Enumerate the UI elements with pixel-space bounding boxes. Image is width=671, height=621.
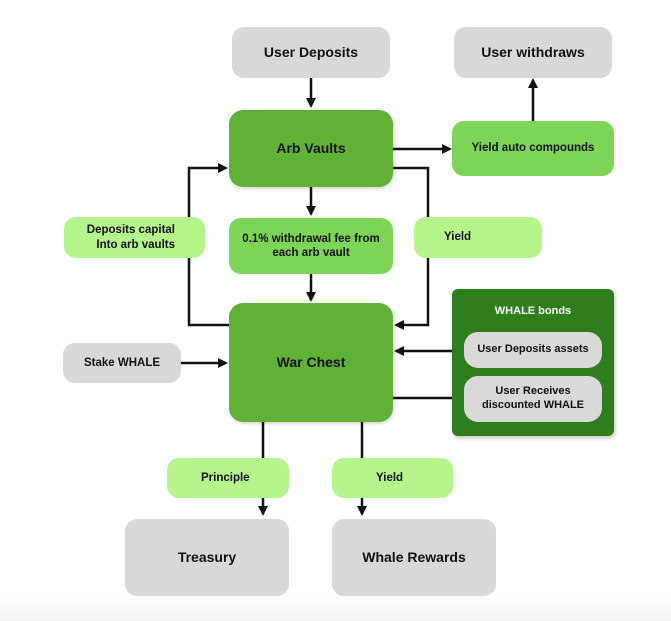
node-whale-rewards: Whale Rewards bbox=[332, 519, 496, 596]
node-war-chest: War Chest bbox=[229, 303, 393, 422]
node-user-deposits: User Deposits bbox=[232, 27, 390, 78]
node-user-withdraws: User withdraws bbox=[454, 27, 612, 78]
node-stake-whale: Stake WHALE bbox=[63, 343, 181, 383]
node-arb-vaults: Arb Vaults bbox=[229, 110, 393, 187]
node-user-deposits-assets: User Deposits assets bbox=[464, 332, 602, 368]
node-principle: Principle bbox=[167, 458, 289, 498]
bottom-fade bbox=[0, 596, 671, 621]
whale-bonds-title: WHALE bonds bbox=[494, 305, 572, 317]
node-yield-right: Yield bbox=[414, 217, 542, 258]
node-treasury: Treasury bbox=[125, 519, 289, 596]
node-yield-bottom: Yield bbox=[332, 458, 453, 498]
node-deposits-capital: Deposits capital Into arb vaults bbox=[64, 217, 205, 258]
node-yield-auto-compounds: Yield auto compounds bbox=[452, 121, 614, 176]
node-user-receives: User Receives discounted WHALE bbox=[464, 376, 602, 422]
node-withdrawal-fee: 0.1% withdrawal fee from each arb vault bbox=[229, 218, 393, 274]
